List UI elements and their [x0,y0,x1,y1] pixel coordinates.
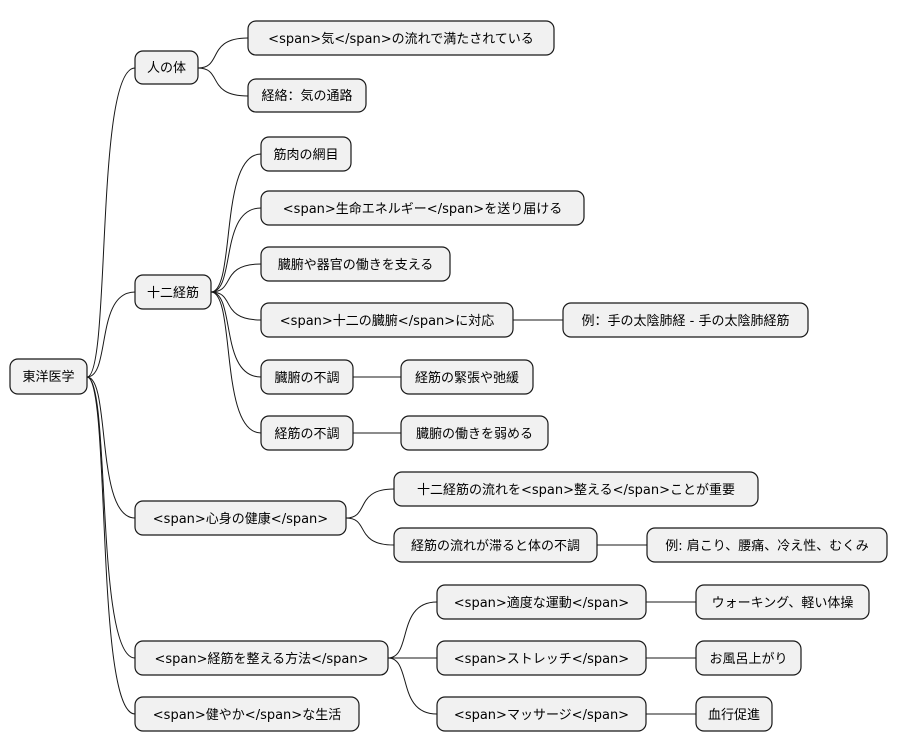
node-twelve-organ-effect[interactable]: 経筋の緊張や弛緩 [400,359,534,395]
connector-line [210,291,262,434]
node-method[interactable]: <span>経筋を整える方法</span> [134,640,389,676]
connector-line [210,153,262,293]
node-body-meridian[interactable]: 経絡：気の通路 [247,78,367,113]
svg-text:東洋医学: 東洋医学 [22,369,74,385]
svg-text:<span>マッサージ</span>: <span>マッサージ</span> [454,708,629,723]
svg-text:ウォーキング、軽い体操: ウォーキング、軽い体操 [712,595,854,611]
connector-line [86,291,136,378]
svg-text:<span>ストレッチ</span>: <span>ストレッチ</span> [454,652,629,667]
connector-line [210,263,262,293]
connector-line [387,657,438,715]
svg-text:<span>健やか</span>な生活: <span>健やか</span>な生活 [153,708,341,723]
svg-text:筋肉の網目: 筋肉の網目 [273,147,338,163]
svg-text:経筋の流れが滞ると体の不調: 経筋の流れが滞ると体の不調 [411,538,580,554]
svg-text:臓腑の不調: 臓腑の不調 [274,370,339,386]
svg-text:血行促進: 血行促進 [708,708,760,723]
svg-text:<span>気</span>の流れで満たされている: <span>気</span>の流れで満たされている [268,31,534,47]
node-root[interactable]: 東洋医学 [9,358,88,395]
node-body[interactable]: 人の体 [134,50,199,85]
node-method-massage[interactable]: <span>マッサージ</span> [436,696,647,732]
connector-line [86,67,136,378]
svg-text:お風呂上がり: お風呂上がり [709,652,787,667]
connector-line [86,376,136,659]
connector-line [197,67,249,97]
node-health-stagnation[interactable]: 経筋の流れが滞ると体の不調 [393,527,598,563]
svg-text:例: 肩こり、腰痛、冷え性、むくみ: 例: 肩こり、腰痛、冷え性、むくみ [665,538,869,554]
connector-line [210,291,262,378]
node-health-flow[interactable]: 十二経筋の流れを<span>整える</span>ことが重要 [393,471,759,507]
node-life[interactable]: <span>健やか</span>な生活 [134,696,360,732]
node-method-walk[interactable]: ウォーキング、軽い体操 [695,584,870,620]
connector-line [345,488,395,519]
node-body-ki[interactable]: <span>気</span>の流れで満たされている [247,20,555,56]
node-health-example[interactable]: 例: 肩こり、腰痛、冷え性、むくみ [646,527,888,563]
node-twelve-corr[interactable]: <span>十二の臓腑</span>に対応 [260,302,514,338]
svg-text:臓腑の働きを弱める: 臓腑の働きを弱める [416,426,533,442]
node-method-blood[interactable]: 血行促進 [695,696,773,732]
node-twelve-muscle-disorder[interactable]: 経筋の不調 [260,415,354,451]
svg-text:<span>心身の健康</span>: <span>心身の健康</span> [153,511,328,527]
svg-text:<span>十二の臓腑</span>に対応: <span>十二の臓腑</span>に対応 [280,313,494,329]
svg-text:経絡：気の通路: 経絡：気の通路 [261,88,352,104]
node-twelve[interactable]: 十二経筋 [134,274,212,310]
connector-line [210,291,262,321]
svg-text:臓腑や器官の働きを支える: 臓腑や器官の働きを支える [278,257,434,273]
svg-text:<span>生命エネルギー</span>を送り届ける: <span>生命エネルギー</span>を送り届ける [283,201,562,217]
connector-line [345,517,395,546]
connectors [86,37,696,715]
svg-text:<span>経筋を整える方法</span>: <span>経筋を整える方法</span> [154,651,368,667]
connector-line [86,376,136,715]
svg-text:経筋の不調: 経筋の不調 [274,426,339,442]
node-health[interactable]: <span>心身の健康</span> [134,500,347,536]
node-method-bath[interactable]: お風呂上がり [695,640,802,676]
svg-text:経筋の緊張や弛緩: 経筋の緊張や弛緩 [415,370,519,386]
node-method-exercise[interactable]: <span>適度な運動</span> [436,584,647,620]
connector-line [210,207,262,293]
svg-text:十二経筋の流れを<span>整える</span>ことが重要: 十二経筋の流れを<span>整える</span>ことが重要 [417,482,735,498]
connector-line [387,601,438,659]
svg-text:<span>適度な運動</span>: <span>適度な運動</span> [454,595,629,611]
node-method-stretch[interactable]: <span>ストレッチ</span> [436,640,647,676]
svg-text:十二経筋: 十二経筋 [147,285,199,301]
svg-text:例：手の太陰肺経 - 手の太陰肺経筋: 例：手の太陰肺経 - 手の太陰肺経筋 [582,313,790,329]
connector-line [197,37,249,69]
node-twelve-organ-disorder[interactable]: 臓腑の不調 [260,359,354,395]
node-twelve-support[interactable]: 臓腑や器官の働きを支える [260,246,451,282]
node-twelve-muscle-effect[interactable]: 臓腑の働きを弱める [400,415,549,451]
node-twelve-net[interactable]: 筋肉の網目 [260,136,352,172]
svg-text:人の体: 人の体 [147,61,186,76]
connector-line [86,376,136,519]
node-twelve-example[interactable]: 例：手の太陰肺経 - 手の太陰肺経筋 [562,302,809,338]
node-twelve-send[interactable]: <span>生命エネルギー</span>を送り届ける [260,190,585,226]
